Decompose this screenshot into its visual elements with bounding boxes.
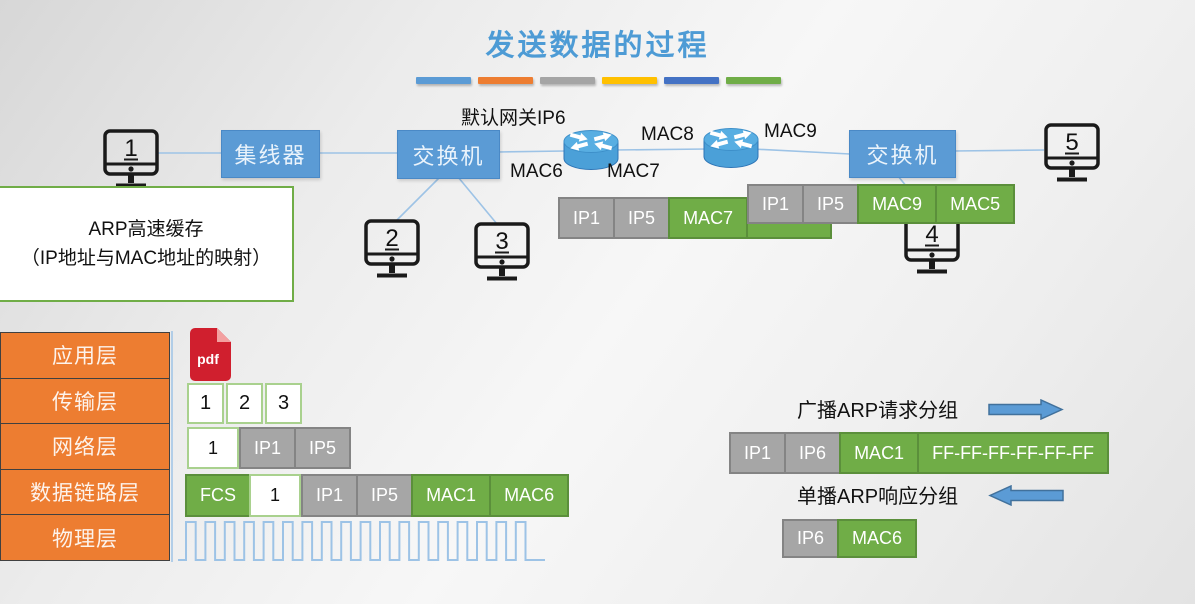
packet-cell: MAC7 <box>668 197 749 239</box>
packet-cell: IP1 <box>558 197 616 239</box>
packet-cell: FF-FF-FF-FF-FF-FF <box>917 432 1109 474</box>
layer-label: 应用层 <box>0 332 170 379</box>
page-title: 发送数据的过程 <box>485 30 710 62</box>
packet-cell: IP5 <box>613 197 671 239</box>
packet-cell: MAC6 <box>837 519 918 558</box>
arp-cache-line2: （IP地址与MAC地址的映射） <box>20 248 272 269</box>
switch2-node: 交换机 <box>849 130 956 178</box>
arp-request-label: 广播ARP请求分组 <box>797 400 959 422</box>
pc1-number: 1 <box>124 135 137 162</box>
default-gateway-label: 默认网关IP6 <box>461 108 566 129</box>
packet-cell: IP5 <box>802 184 860 224</box>
arp-reply-label: 单播ARP响应分组 <box>797 486 959 508</box>
packet-cell: 1 <box>249 474 301 517</box>
router2-icon <box>703 128 759 168</box>
pc4-number: 4 <box>925 221 938 248</box>
packet-cell: MAC9 <box>857 184 938 224</box>
packet-cell: 1 <box>187 427 239 469</box>
layer-divider-line <box>171 331 173 562</box>
link-router1-router2 <box>612 148 708 151</box>
pc3-icon: 3 <box>474 222 530 281</box>
packet-cell: MAC6 <box>489 474 570 517</box>
layer-label: 数据链路层 <box>0 468 170 516</box>
router1-icon <box>563 130 619 170</box>
layer-label: 传输层 <box>0 377 170 425</box>
link-switch1-pc3 <box>457 176 498 225</box>
packet-cell: IP6 <box>782 519 840 558</box>
hub-node: 集线器 <box>221 130 320 178</box>
accent-bar-strip <box>416 77 781 84</box>
pc5-number: 5 <box>1065 129 1078 156</box>
pc3-number: 3 <box>495 228 508 255</box>
arp-request-arrow-icon <box>988 399 1064 420</box>
segment-cell: 2 <box>226 383 263 424</box>
packet-cell: FCS <box>185 474 251 517</box>
accent-bar <box>664 77 719 84</box>
accent-bar <box>478 77 533 84</box>
link-switch1-router1 <box>497 150 566 153</box>
pc2-number: 2 <box>385 225 398 252</box>
accent-bar <box>540 77 595 84</box>
accent-bar <box>416 77 471 84</box>
segment-cell: 3 <box>265 383 302 424</box>
protocol-layer-stack: 应用层传输层网络层数据链路层物理层 <box>0 332 170 561</box>
pdf-icon-label: pdf <box>197 351 219 367</box>
pdf-file-icon: pdf <box>190 328 231 381</box>
link-switch1-pc2 <box>395 176 441 222</box>
packet-cell: IP1 <box>301 474 359 517</box>
packet-cell: MAC1 <box>839 432 920 474</box>
packet-cell: IP1 <box>239 427 297 469</box>
pc1-icon: 1 <box>103 129 159 188</box>
mac9-label: MAC9 <box>764 121 817 142</box>
packet-cell: MAC5 <box>935 184 1016 224</box>
mac8-label: MAC8 <box>641 124 694 145</box>
layer-label: 网络层 <box>0 423 170 470</box>
layer-label: 物理层 <box>0 514 170 561</box>
arp-cache-box: ARP高速缓存 （IP地址与MAC地址的映射） <box>0 186 294 302</box>
packet-cell: IP1 <box>729 432 787 474</box>
mac6-label: MAC6 <box>510 161 563 182</box>
arp-cache-line1: ARP高速缓存 <box>88 218 204 240</box>
packet-cell: IP5 <box>294 427 352 469</box>
packet-cell: IP1 <box>747 184 805 224</box>
link-switch2-pc5 <box>952 149 1045 152</box>
packet-cell: MAC1 <box>411 474 492 517</box>
accent-bar <box>602 77 657 84</box>
switch1-node: 交换机 <box>397 130 500 179</box>
pc2-icon: 2 <box>364 219 420 278</box>
packet-cell: IP6 <box>784 432 842 474</box>
pc5-icon: 5 <box>1044 123 1100 182</box>
accent-bar <box>726 77 781 84</box>
link-router2-switch2 <box>752 148 851 155</box>
physical-layer-waveform <box>178 521 545 561</box>
segment-cell: 1 <box>187 383 224 424</box>
arp-reply-arrow-icon <box>988 485 1064 506</box>
mac7-label: MAC7 <box>607 161 660 182</box>
packet-cell: IP5 <box>356 474 414 517</box>
